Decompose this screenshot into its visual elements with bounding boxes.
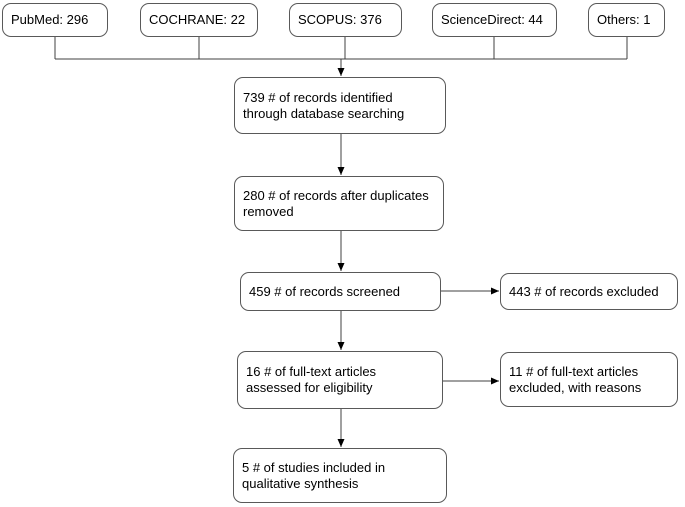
flow-box-studies-included: 5 # of studies included in qualitative s… [233, 448, 447, 503]
exclusion-label-records-excluded: 443 # of records excluded [509, 283, 659, 299]
flow-label-records-screened: 459 # of records screened [249, 283, 401, 299]
exclusion-box-records-excluded: 443 # of records excluded [500, 273, 678, 310]
source-box-sciencedirect: ScienceDirect: 44 [432, 3, 557, 37]
source-box-scopus: SCOPUS: 376 [289, 3, 402, 37]
source-label-sciencedirect: ScienceDirect: 44 [441, 12, 543, 27]
source-label-pubmed: PubMed: 296 [11, 12, 89, 27]
source-label-others: Others: 1 [597, 12, 651, 27]
source-box-cochrane: COCHRANE: 22 [140, 3, 258, 37]
flow-label-duplicates-removed: 280 # of records after duplicates remove… [243, 187, 429, 219]
flow-box-records-screened: 459 # of records screened [240, 272, 441, 311]
source-label-cochrane: COCHRANE: 22 [149, 12, 246, 27]
source-box-pubmed: PubMed: 296 [2, 3, 108, 37]
flow-label-fulltext-assessed: 16 # of full-text articles assessed for … [246, 364, 377, 395]
flow-label-studies-included: 5 # of studies included in qualitative s… [242, 459, 386, 491]
exclusion-label-fulltext-excluded: 11 # of full-text articles excluded, wit… [509, 363, 642, 395]
source-box-others: Others: 1 [588, 3, 665, 37]
source-merge-connector [54, 37, 628, 60]
flow-box-fulltext-assessed: 16 # of full-text articles assessed for … [237, 351, 443, 409]
exclusion-box-fulltext-excluded: 11 # of full-text articles excluded, wit… [500, 352, 678, 407]
flow-box-duplicates-removed: 280 # of records after duplicates remove… [234, 176, 444, 231]
flow-label-records-identified: 739 # of records identified through data… [243, 89, 405, 121]
flow-box-records-identified: 739 # of records identified through data… [234, 77, 446, 134]
source-label-scopus: SCOPUS: 376 [298, 12, 382, 27]
